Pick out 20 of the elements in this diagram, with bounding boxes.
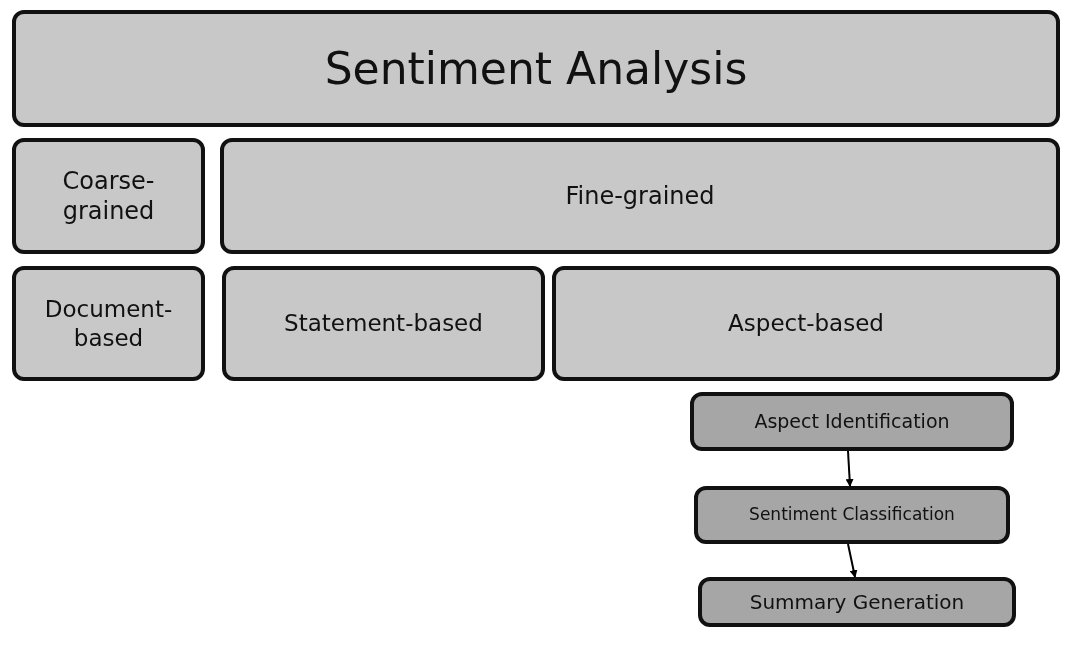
node-label: Coarse-grained	[61, 166, 156, 226]
node-label: Sentiment Classification	[749, 504, 955, 526]
category-box	[552, 266, 1060, 381]
arrow	[845, 450, 854, 487]
category-box	[12, 266, 205, 381]
node-label: Document-based	[43, 294, 174, 353]
process-box	[698, 577, 1016, 627]
process-box	[694, 486, 1010, 544]
node-label: Statement-based	[284, 309, 483, 338]
title-text: Sentiment Analysis	[324, 42, 748, 96]
category-box	[220, 138, 1060, 254]
node-label: Aspect-based	[728, 309, 884, 338]
node-label: Summary Generation	[749, 589, 965, 615]
node-label: Aspect Identification	[754, 409, 950, 434]
process-box	[690, 392, 1014, 451]
category-box	[12, 138, 205, 254]
node-label: Fine-grained	[565, 181, 715, 211]
arrow	[847, 543, 858, 578]
category-box	[222, 266, 545, 381]
title-box	[12, 10, 1060, 127]
